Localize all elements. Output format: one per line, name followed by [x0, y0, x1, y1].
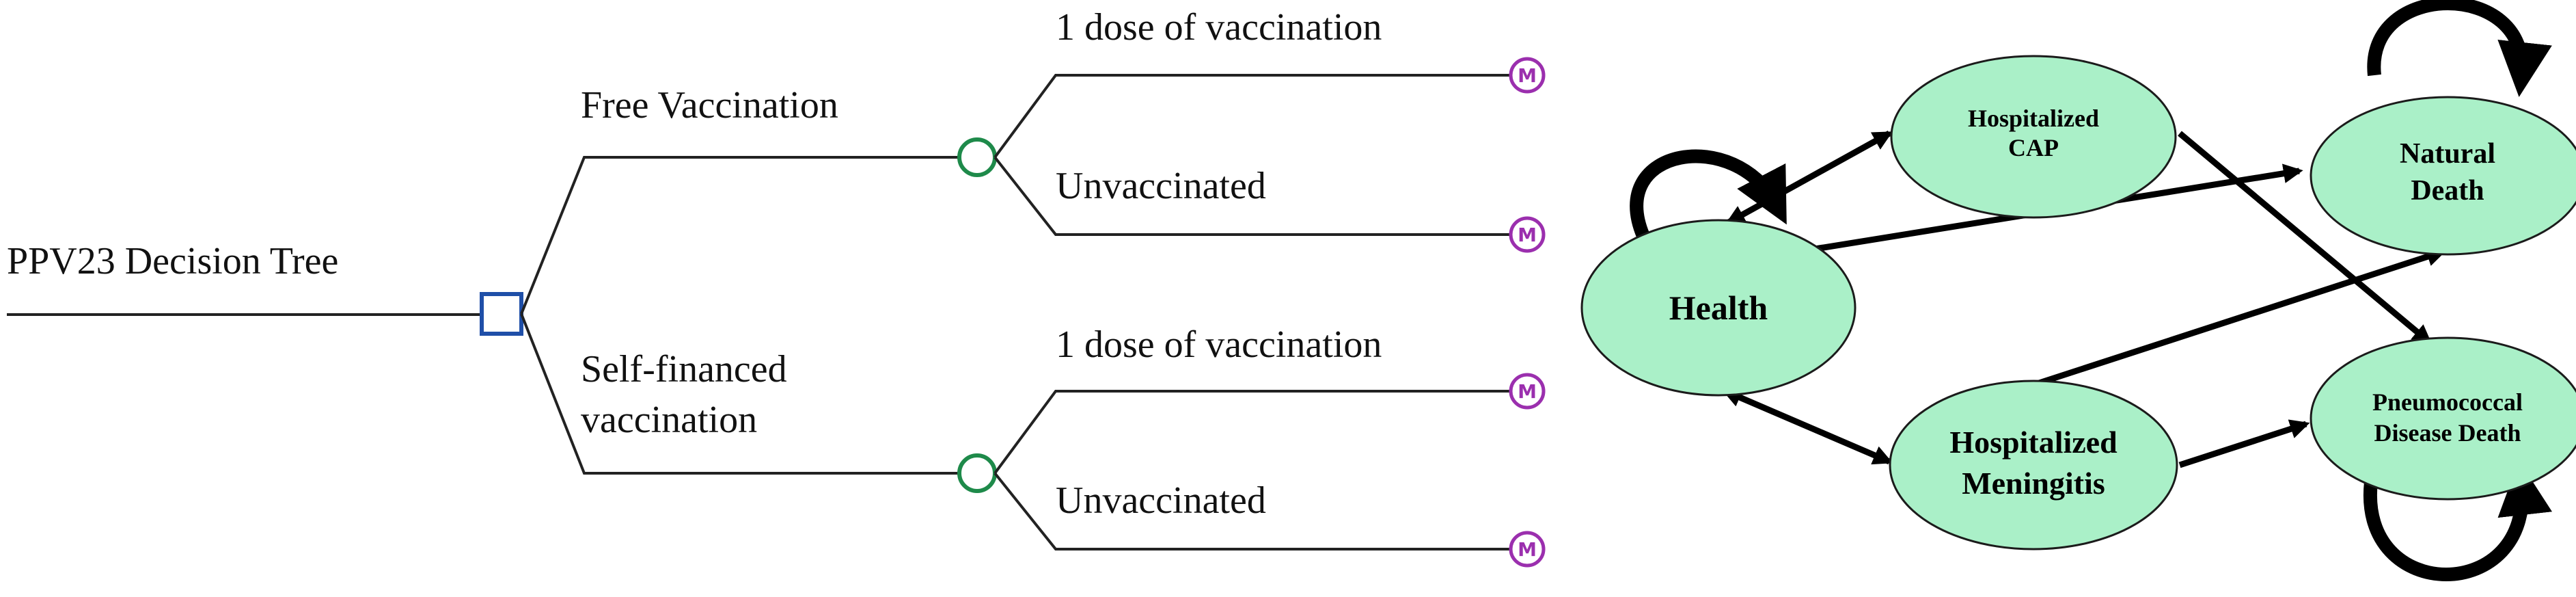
svg-text:Death: Death [2411, 175, 2484, 207]
svg-text:Hospitalized: Hospitalized [1949, 425, 2118, 460]
state-pneumococcal-death: Pneumococcal Disease Death [2310, 336, 2576, 501]
tree-root-label: PPV23 Decision Tree [7, 240, 338, 282]
health-meningitis-arrow [1721, 388, 1893, 465]
chance-node-self [957, 453, 997, 493]
branch-free-line [520, 156, 970, 315]
markov-node-free-1: M [1509, 57, 1546, 94]
meningitis-pneumo-arrow [2178, 419, 2310, 468]
branch-self-label-1: Self-financed [581, 348, 787, 390]
svg-text:CAP: CAP [2008, 134, 2059, 161]
chance-node-free [957, 137, 997, 177]
natural-death-self-loop-arrow [2367, 0, 2552, 97]
branch-self-label-2: vaccination [581, 399, 757, 441]
outcome-free-2-label: Unvaccinated [1056, 165, 1266, 207]
svg-text:Natural: Natural [2400, 138, 2495, 170]
svg-text:M: M [1518, 224, 1537, 246]
health-cap-arrow [1725, 131, 1893, 225]
outcome-free-2-line [994, 156, 1510, 236]
outcome-self-2-label: Unvaccinated [1056, 479, 1266, 522]
outcome-self-1-line [994, 390, 1510, 475]
svg-text:M: M [1518, 380, 1537, 403]
svg-text:M: M [1518, 538, 1537, 561]
svg-text:Hospitalized: Hospitalized [1968, 105, 2099, 132]
state-hospitalized-cap: Hospitalized CAP [1890, 55, 2177, 219]
outcome-free-1-label: 1 dose of vaccination [1056, 6, 1382, 49]
pneumo-death-self-loop-arrow [2363, 460, 2552, 581]
state-natural-death: Natural Death [2310, 96, 2576, 256]
markov-node-free-2: M [1509, 216, 1546, 253]
markov-node-self-2: M [1509, 531, 1546, 568]
svg-text:Pneumococcal: Pneumococcal [2372, 388, 2523, 416]
svg-text:M: M [1518, 64, 1537, 87]
markov-diagram: Health Hospitalized CAP Natural Death Ho… [1580, 0, 2576, 581]
decision-tree: PPV23 Decision Tree Free Vaccination Sel… [7, 6, 1546, 568]
outcome-self-1-label: 1 dose of vaccination [1056, 323, 1382, 366]
state-health: Health [1580, 219, 1856, 397]
outcome-self-2-line [994, 472, 1510, 550]
branch-free-label: Free Vaccination [581, 84, 838, 127]
branch-self-line [520, 313, 970, 475]
meningitis-natural-arrow [2031, 247, 2447, 388]
outcome-free-1-line [994, 74, 1510, 159]
svg-text:Health: Health [1669, 289, 1768, 327]
markov-node-self-1: M [1509, 373, 1546, 410]
svg-text:Disease Death: Disease Death [2374, 419, 2521, 447]
cap-pneumo-arrow [2178, 131, 2433, 345]
state-hospitalized-meningitis: Hospitalized Meningitis [1889, 380, 2178, 550]
svg-text:Meningitis: Meningitis [1962, 466, 2105, 501]
decision-node [480, 292, 523, 336]
